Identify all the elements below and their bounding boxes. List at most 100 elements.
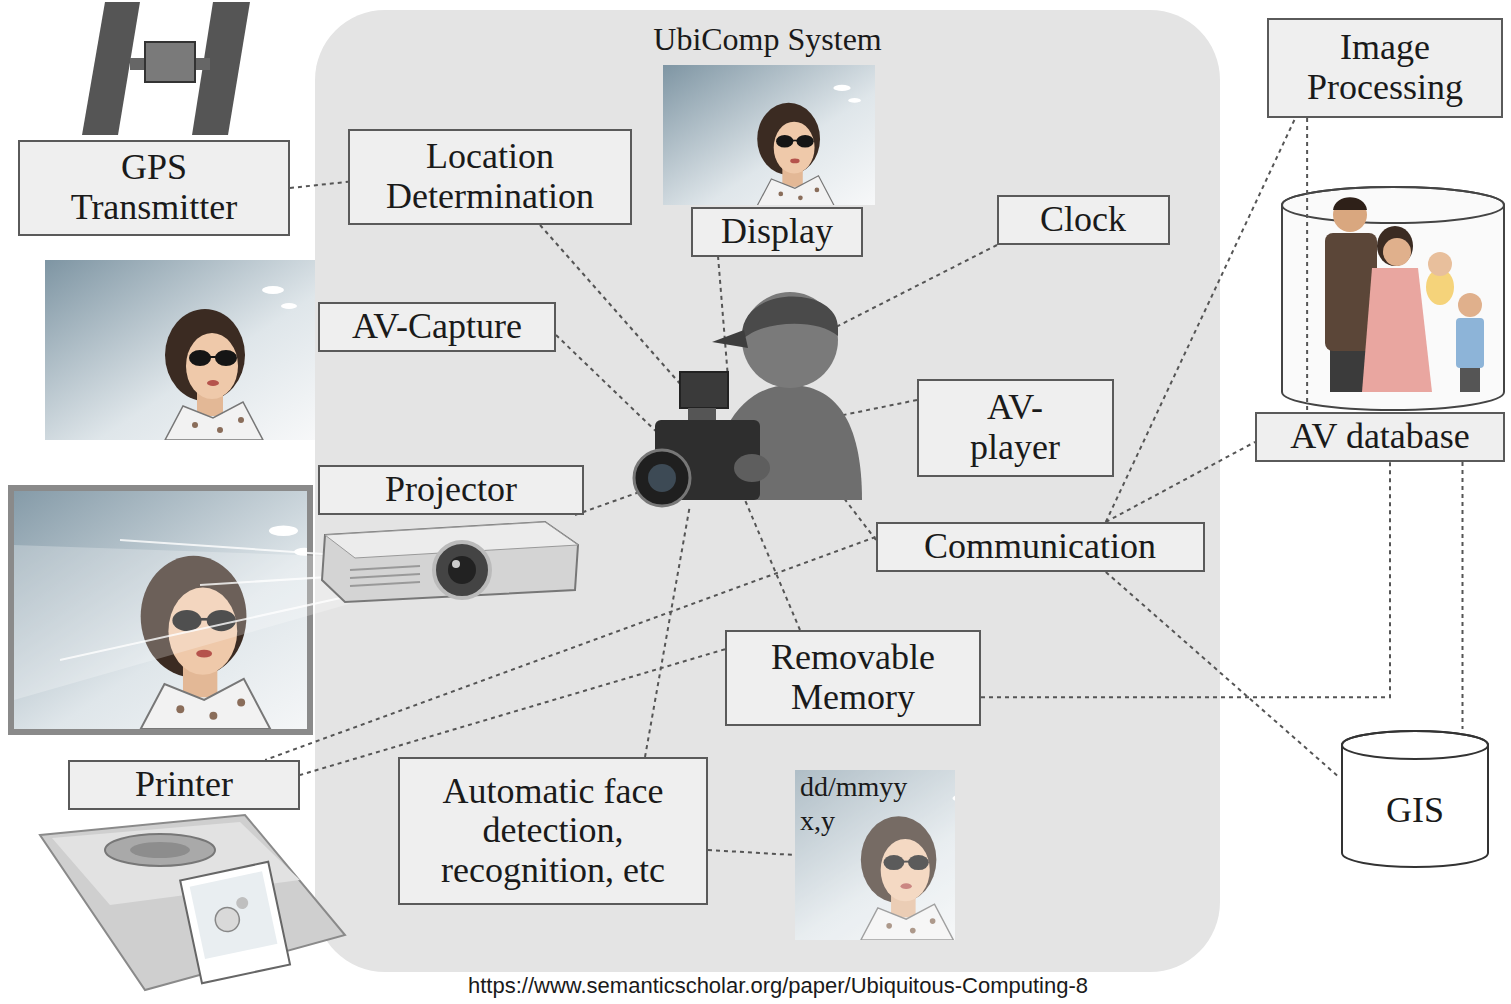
tagged-photo <box>748 770 1003 940</box>
source-url: https://www.semanticscholar.org/paper/Ub… <box>468 974 1088 998</box>
printer-device <box>213 905 241 933</box>
sample-photo <box>45 260 315 440</box>
leader-lines <box>718 256 728 378</box>
user-figure <box>742 292 838 388</box>
gps-satellite <box>82 2 250 135</box>
node-text: Removable Memory <box>743 638 963 717</box>
photo-date-stamp: dd/mmyy <box>800 772 907 803</box>
family-figures <box>1377 226 1413 266</box>
database-cylinder <box>1282 187 1504 223</box>
external-box: Printer <box>68 760 300 810</box>
system-boundary: UbiComp SystemLocation DeterminationDisp… <box>315 10 1220 972</box>
printer-device <box>180 862 290 983</box>
component-box: Removable Memory <box>725 630 981 726</box>
camera <box>688 408 716 422</box>
projector-device <box>350 566 420 570</box>
dotted-connector <box>1306 118 1308 412</box>
projector-device <box>350 582 420 586</box>
component-box: AV-Capture <box>318 302 556 352</box>
dotted-connector <box>290 182 348 188</box>
user-figure <box>712 292 862 500</box>
component-box: Communication <box>876 522 1205 572</box>
system-heading: UbiComp System <box>653 10 881 57</box>
printer-device <box>40 815 345 990</box>
component-box: Projector <box>318 465 584 515</box>
projector-device <box>322 522 578 602</box>
gps-satellite <box>145 42 195 82</box>
component-box: AV- player <box>917 379 1114 477</box>
leader-lines <box>645 505 690 757</box>
database-cylinder <box>1282 187 1504 410</box>
projector-device <box>448 556 476 584</box>
node-text: GPS Transmitter <box>54 148 254 227</box>
node-text: Communication <box>924 527 1156 567</box>
sample-photo <box>45 260 315 440</box>
camera <box>634 372 770 506</box>
projector-device <box>322 522 578 602</box>
user-figure <box>742 297 838 340</box>
dotted-connector <box>1106 442 1255 522</box>
leader-lines <box>575 490 645 515</box>
projector-device <box>452 560 460 568</box>
camera <box>634 450 690 506</box>
family-figures <box>1460 366 1480 392</box>
display-photo <box>663 64 875 205</box>
node-text: AV-Capture <box>352 307 522 347</box>
dotted-connector <box>1462 462 1464 729</box>
node-text: Printer <box>135 765 233 805</box>
external-box: GPS Transmitter <box>18 140 290 236</box>
family-figures <box>1428 252 1452 276</box>
leader-lines <box>830 245 997 330</box>
component-box: Automatic face detection, recognition, e… <box>398 757 708 905</box>
family-figures <box>1458 293 1482 317</box>
printer-device <box>105 834 215 866</box>
leader-lines <box>540 225 690 395</box>
family-figures <box>1333 197 1367 210</box>
photo-coordinates: x,y <box>800 806 835 837</box>
printer-device <box>190 871 278 959</box>
camera <box>648 464 676 492</box>
node-text: Automatic face detection, recognition, e… <box>418 772 688 891</box>
node-text: AV database <box>1290 417 1470 457</box>
family-figures <box>1325 197 1484 392</box>
component-box: Display <box>691 207 863 257</box>
cylinder-body <box>1342 731 1488 867</box>
printer-device <box>235 896 249 910</box>
printer-device <box>180 862 290 983</box>
system-panel-ground <box>315 10 1220 972</box>
external-box: Image Processing <box>1267 18 1503 118</box>
node-text: Clock <box>1040 200 1126 240</box>
camera <box>680 372 728 408</box>
node-text: Location Determination <box>370 137 610 216</box>
cylinder-top <box>1342 731 1488 759</box>
node-text: AV- player <box>950 388 1080 467</box>
tagged-photo <box>795 770 955 940</box>
family-figures <box>1362 268 1432 392</box>
user-figure <box>712 330 748 348</box>
leader-lines <box>745 500 800 630</box>
dotted-connector <box>981 462 1390 697</box>
family-figures <box>1456 318 1484 368</box>
database-cylinder-node: GIS <box>1340 729 1490 869</box>
projector-beams <box>14 545 440 700</box>
node-text: Projector <box>385 470 517 510</box>
camera <box>734 454 770 482</box>
printer-device <box>40 815 345 990</box>
dotted-connector <box>1106 572 1340 778</box>
printer-device <box>130 842 190 858</box>
component-box: Clock <box>997 195 1170 245</box>
external-box: AV database <box>1255 412 1505 462</box>
leader-lines <box>708 850 795 855</box>
tagged-photo <box>748 770 1003 940</box>
projector-device <box>434 542 490 598</box>
node-text: Display <box>721 212 833 252</box>
leader-lines <box>556 335 665 440</box>
family-figures <box>1383 238 1411 266</box>
node-text: GIS <box>1386 791 1444 831</box>
database-cylinder <box>1282 187 1504 410</box>
display-photo <box>663 64 875 205</box>
node-text: Image Processing <box>1285 28 1485 107</box>
component-box: Location Determination <box>348 129 632 225</box>
projector-device <box>350 574 420 578</box>
